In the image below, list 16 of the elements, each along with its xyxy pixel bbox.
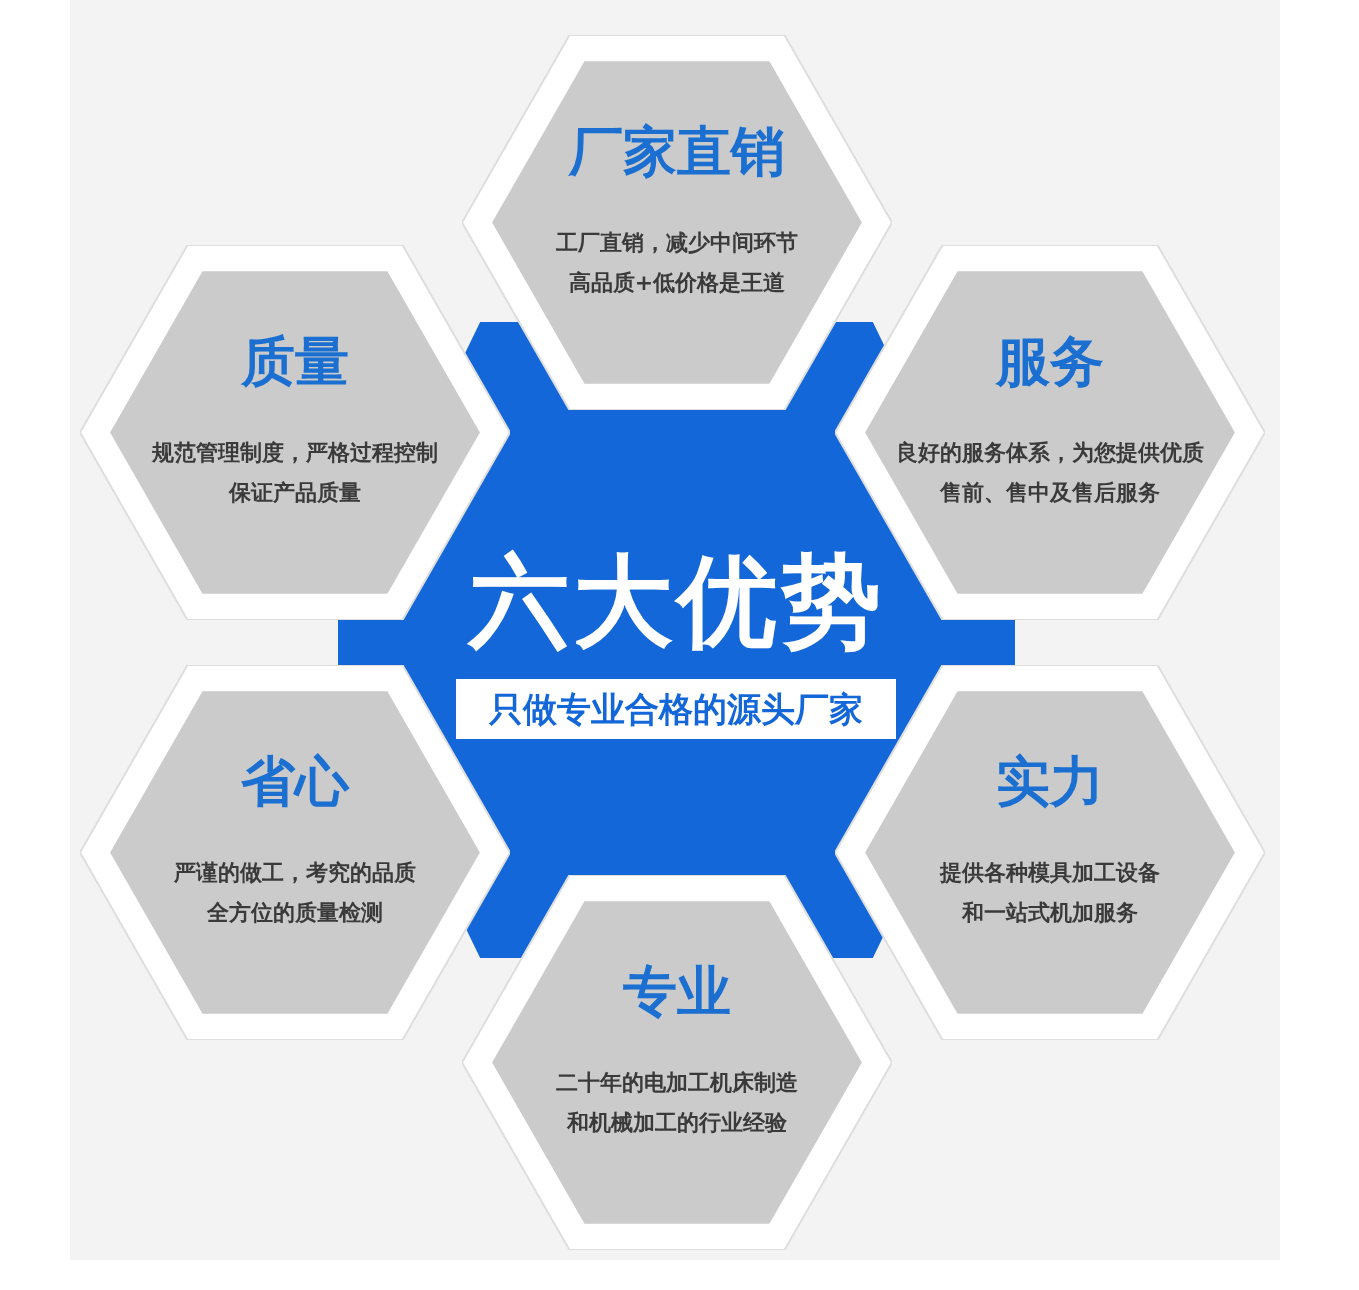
description: 提供各种模具加工设备和一站式机加服务 — [938, 859, 1161, 927]
heading: 厂家直销 — [567, 120, 786, 184]
heading: 质量 — [240, 330, 350, 394]
description: 规范管理制度，严格过程控制保证产品质量 — [151, 439, 439, 507]
description: 工厂直销，减少中间环节高品质+低价格是王道 — [555, 229, 799, 297]
heading: 专业 — [622, 960, 732, 1024]
description: 严谨的做工，考究的品质全方位的质量检测 — [173, 859, 417, 927]
hexagon-card — [462, 35, 892, 410]
tagline-banner: 只做专业合格的源头厂家 — [456, 679, 896, 739]
heading: 省心 — [240, 750, 351, 814]
heading: 实力 — [995, 750, 1105, 814]
heading: 六大优势 — [466, 547, 886, 657]
heading: 服务 — [994, 330, 1105, 394]
description: 良好的服务体系，为您提供优质售前、售中及售后服务 — [895, 439, 1205, 507]
description: 二十年的电加工机床制造和机械加工的行业经验 — [555, 1069, 799, 1137]
hexagon-card — [462, 875, 892, 1250]
